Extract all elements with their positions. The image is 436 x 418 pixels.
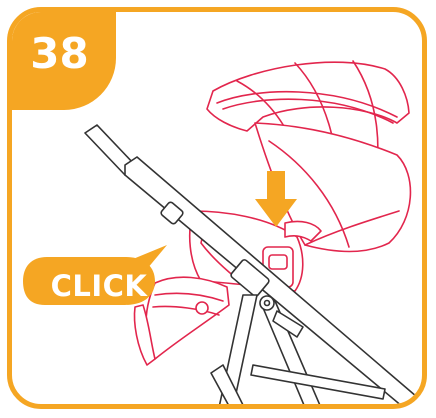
frame-joint-inner xyxy=(265,301,270,306)
seat-adapter-slot xyxy=(269,255,287,269)
seat-hinge xyxy=(196,302,208,314)
step-number: 38 xyxy=(12,24,107,84)
panel-frame: 38 CLICK xyxy=(7,7,427,409)
click-callout-label: CLICK xyxy=(36,264,162,308)
